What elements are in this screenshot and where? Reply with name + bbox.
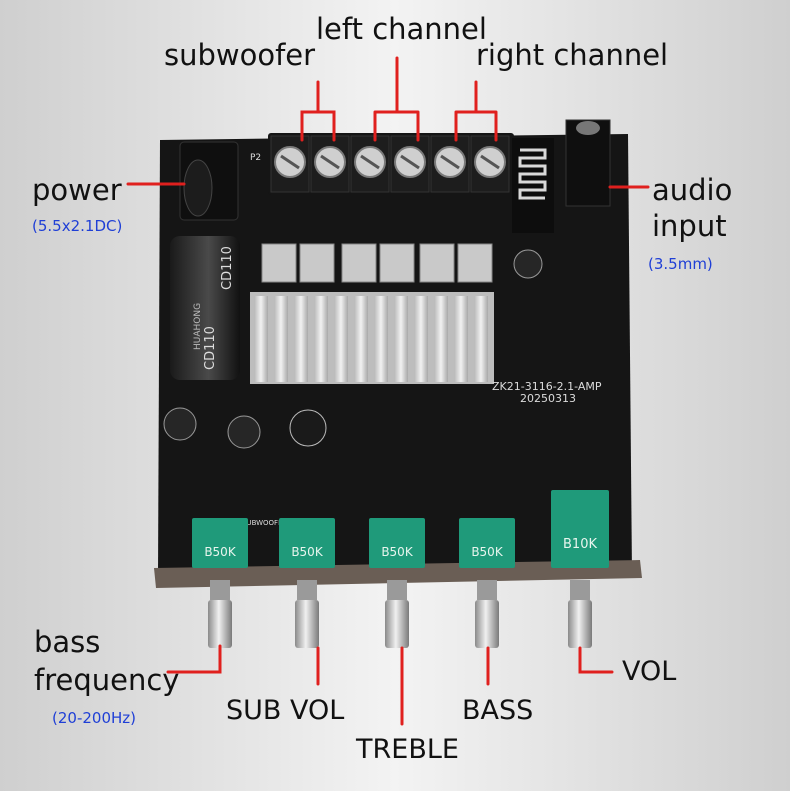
heatsink-fin [274, 296, 288, 382]
amp-chip [299, 243, 335, 283]
pointer-line [578, 646, 614, 674]
pointer-lines [126, 56, 650, 726]
capacitor-brand: HUAHONG [193, 303, 203, 350]
potentiometer-value: B50K [204, 545, 237, 559]
front-plate [154, 560, 642, 588]
heatsink-fin [254, 296, 268, 382]
bluetooth-module [512, 138, 554, 233]
heatsink-fin [374, 296, 388, 382]
potentiometer-shaft [385, 600, 409, 648]
amp-chip [379, 243, 415, 283]
board-date: 20250313 [520, 392, 576, 405]
amp-chip [261, 243, 297, 283]
heatsink-fin [334, 296, 348, 382]
potentiometer-value: B50K [291, 545, 324, 559]
terminal-screws [270, 135, 510, 193]
label-audio: audio [652, 173, 733, 207]
heatsink-fin [454, 296, 468, 382]
amp-chip [457, 243, 493, 283]
heatsink [250, 292, 494, 384]
label-subwoofer: subwoofer [164, 38, 316, 72]
potentiometer-body [279, 518, 335, 568]
potentiometer-shaft [568, 600, 592, 648]
pointer-line [373, 56, 420, 142]
small-capacitor-4 [289, 409, 327, 447]
pointer-line [300, 80, 336, 142]
label-bass-freq-spec: (20-200Hz) [52, 709, 136, 727]
heatsink-fin [394, 296, 408, 382]
main-capacitor [170, 236, 240, 380]
potentiometer-value: B50K [381, 545, 414, 559]
potentiometer-body [369, 518, 425, 568]
heatsink-fin [434, 296, 448, 382]
label-left-channel: left channel [316, 12, 487, 46]
capacitor-text-2: CD110 [220, 246, 235, 290]
potentiometers: B50K B50K B50K B50K B10K [192, 490, 609, 648]
label-bass-knob: BASS [462, 695, 534, 726]
amplifier-chips [261, 243, 493, 283]
heatsink-fin [294, 296, 308, 382]
small-capacitor-2 [227, 415, 261, 449]
potentiometer-value: B50K [471, 545, 504, 559]
amp-chip [419, 243, 455, 283]
board-model: ZK21-3116-2.1-AMP [492, 380, 602, 393]
potentiometer-body [459, 518, 515, 568]
heatsink-fin [314, 296, 328, 382]
label-sub-vol: SUB VOL [226, 695, 345, 726]
amp-chip [341, 243, 377, 283]
label-right-channel: right channel [476, 38, 669, 72]
label-bass: bass [34, 625, 101, 659]
label-frequency: frequency [34, 663, 180, 697]
label-treble: TREBLE [356, 734, 459, 765]
label-input: input [652, 209, 727, 243]
heatsink-fin [354, 296, 368, 382]
potentiometer-body [551, 490, 609, 568]
small-capacitor-3 [513, 249, 543, 279]
label-power-spec: (5.5x2.1DC) [32, 217, 123, 235]
label-power: power [32, 173, 122, 207]
label-vol: VOL [622, 656, 677, 687]
potentiometer-body [192, 518, 248, 568]
small-capacitor-1 [163, 407, 197, 441]
subwoofer-silkscreen: SUBWOOFER [242, 519, 288, 527]
potentiometer-shaft [208, 600, 232, 648]
pointer-line [166, 644, 222, 674]
pointer-line [454, 80, 498, 142]
potentiometer-value: B10K [563, 537, 597, 552]
potentiometer-shaft [295, 600, 319, 648]
capacitor-text: CD110 [203, 326, 218, 370]
p2-silkscreen: P2 [250, 153, 261, 163]
heatsink-fin [474, 296, 488, 382]
heatsink-fin [414, 296, 428, 382]
label-audio-spec: (3.5mm) [648, 255, 713, 273]
potentiometer-shaft [475, 600, 499, 648]
